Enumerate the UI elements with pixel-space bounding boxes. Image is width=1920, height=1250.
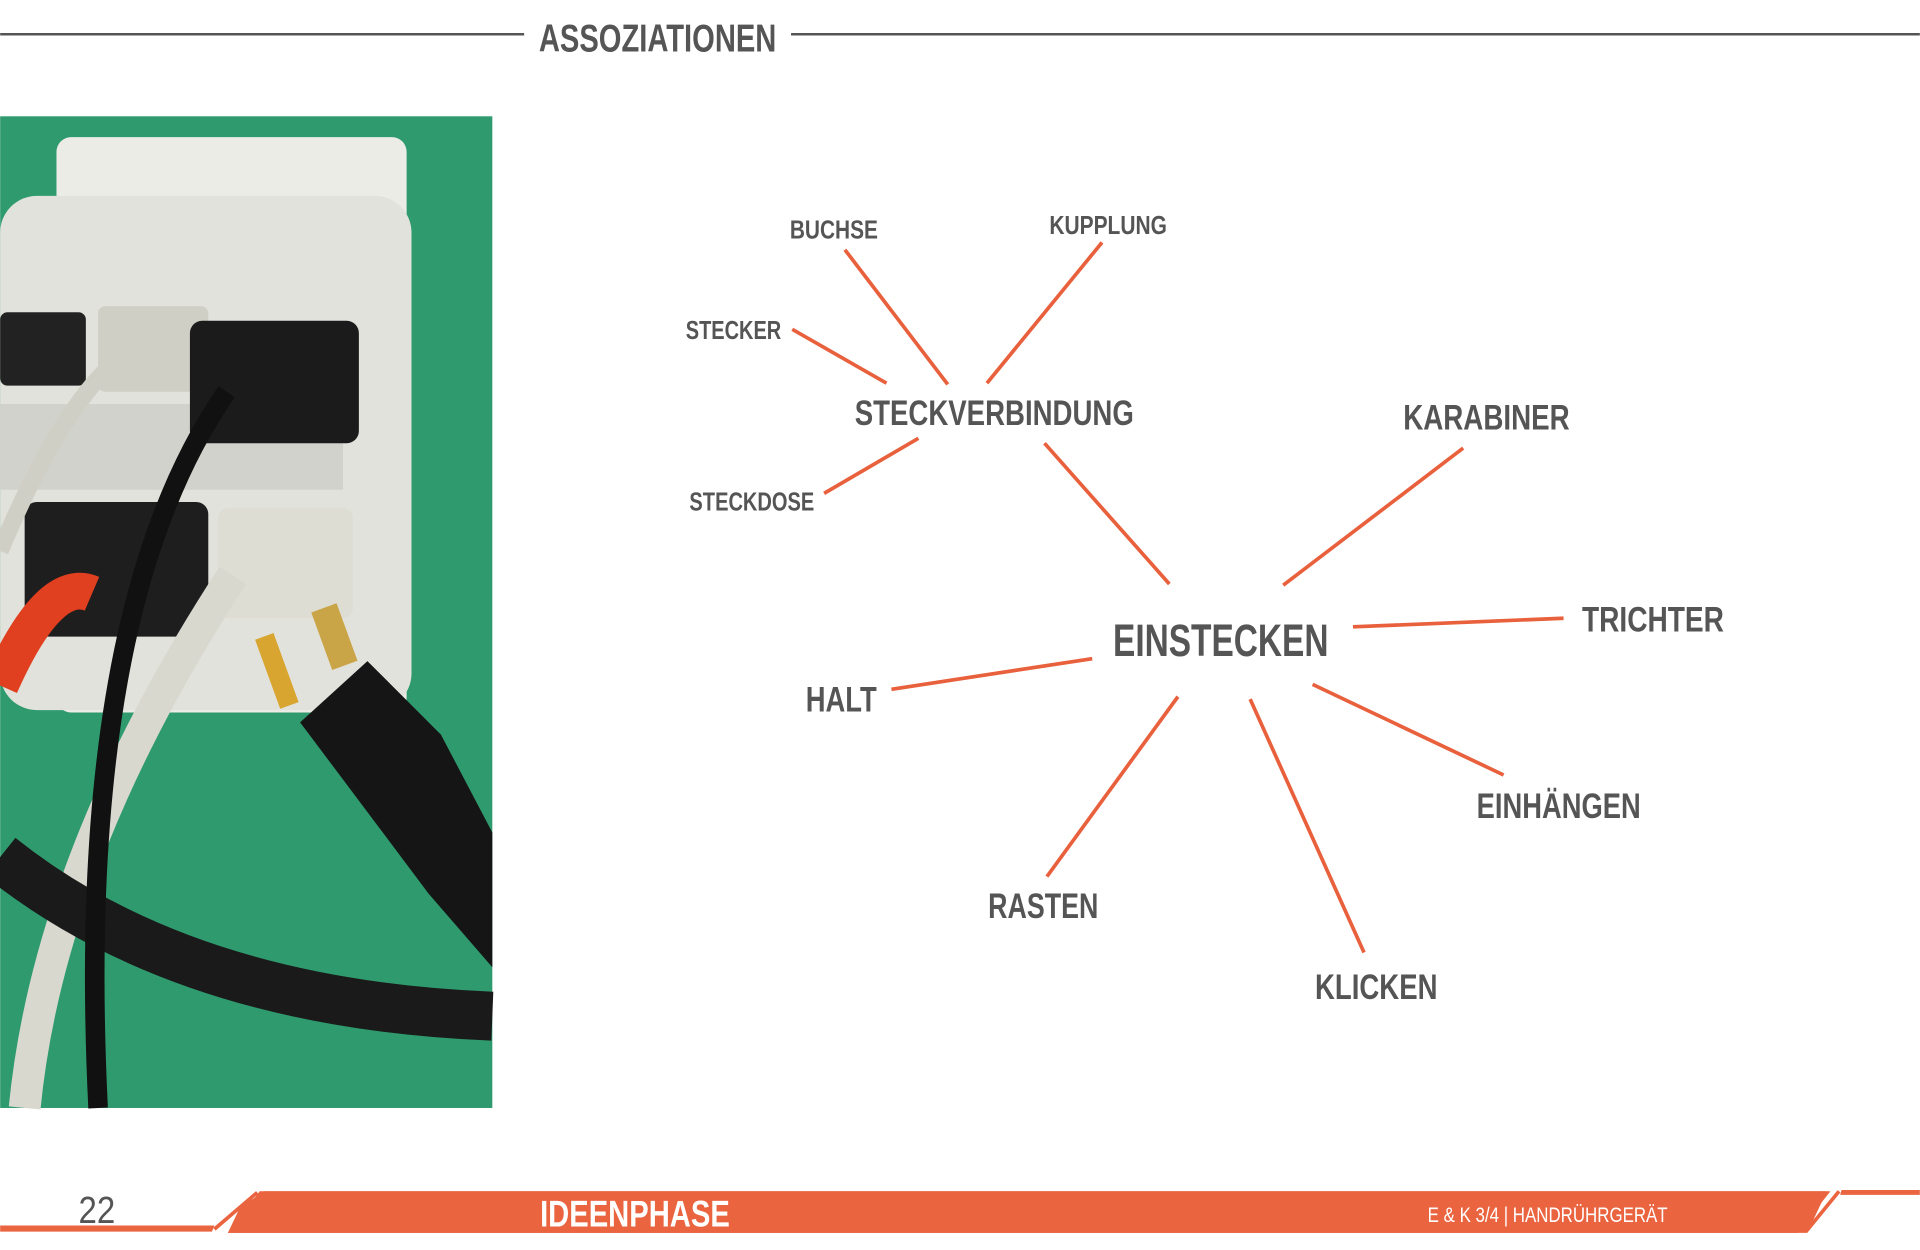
word-klicken: KLICKEN xyxy=(1315,967,1437,1007)
word-rasten: RASTEN xyxy=(988,886,1098,926)
section-title: IDEENPHASE xyxy=(540,1194,730,1235)
word-einstecken: EINSTECKEN xyxy=(1113,615,1328,666)
page-number: 22 xyxy=(79,1190,116,1232)
footer: 22 IDEENPHASE E & K 3/4 | HANDRÜHRGERÄT xyxy=(0,1190,1920,1235)
word-buchse: BUCHSE xyxy=(790,217,878,245)
word-kupplung: KUPPLUNG xyxy=(1049,212,1167,240)
course-label: E & K 3/4 | HANDRÜHRGERÄT xyxy=(1428,1204,1668,1227)
word-einhaengen: EINHÄNGEN xyxy=(1477,786,1641,826)
word-halt: HALT xyxy=(806,679,877,719)
page-title: ASSOZIATIONEN xyxy=(539,17,777,60)
word-trichter: TRICHTER xyxy=(1582,600,1724,640)
word-karabiner: KARABINER xyxy=(1403,398,1570,438)
word-stecker: STECKER xyxy=(686,317,782,345)
word-steckverbindung: STECKVERBINDUNG xyxy=(855,393,1134,433)
word-steckdose: STECKDOSE xyxy=(689,489,814,517)
outlet-photo xyxy=(0,116,494,1110)
mindmap-connectors xyxy=(791,241,1564,954)
